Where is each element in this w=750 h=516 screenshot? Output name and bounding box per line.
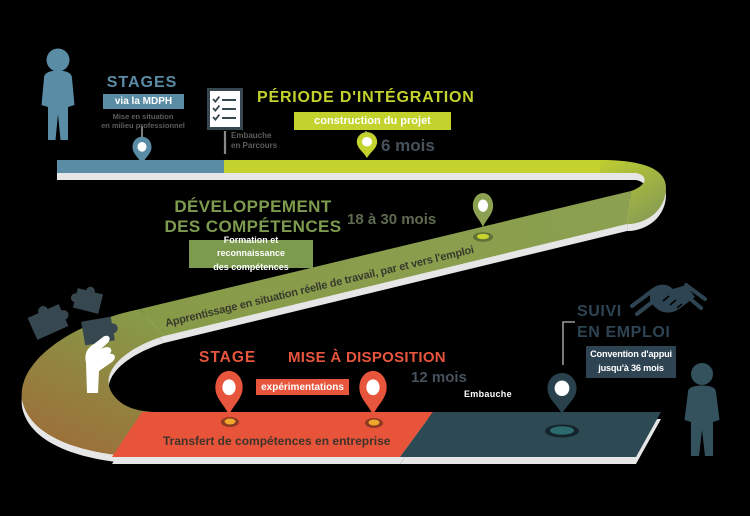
developpement-title-line2: DES COMPÉTENCES [164, 217, 342, 237]
person-icon-left [41, 48, 75, 140]
suivi-title-line1: SUIVI [577, 303, 622, 320]
mise-a-disposition-title: MISE À DISPOSITION [288, 349, 446, 366]
periode-integration-title: PÉRIODE D'INTÉGRATION [257, 89, 475, 106]
road-bottom-dark [400, 412, 661, 457]
map-pin-yellow [356, 132, 378, 158]
formation-badge: Formation et reconnaissance des compéten… [189, 235, 313, 272]
stages-title: STAGES [106, 74, 178, 91]
map-pin-dark [547, 373, 577, 414]
stages-mdph-badge: via la MDPH [103, 94, 184, 109]
convention-appui-badge: Convention d'appui jusqu'à 36 mois [586, 346, 676, 378]
convention-badge-line2: jusqu'à 36 mois [598, 363, 664, 373]
developpement-title-line1: DÉVELOPPEMENT [174, 197, 332, 216]
formation-badge-text: Formation et reconnaissance des compéten… [189, 234, 313, 273]
map-pins [132, 132, 577, 415]
experimentations-badge: expérimentations [256, 379, 349, 395]
map-pin-red-disposition [359, 370, 387, 415]
map-pin-red-stage [215, 370, 243, 415]
stages-note-line1: Mise en situation [112, 112, 174, 121]
convention-badge-line1: Convention d'appui [590, 349, 672, 360]
formation-badge-line1: Formation et reconnaissance [216, 235, 286, 259]
stages-note: Mise en situation en milieu professionne… [89, 112, 197, 131]
checklist-icon [207, 88, 243, 130]
developpement-title: DÉVELOPPEMENT DES COMPÉTENCES [150, 197, 356, 237]
road-marker-ovals [221, 232, 579, 438]
suivi-title-line2: EN EMPLOI [577, 324, 671, 342]
transfert-competences-label: Transfert de compétences en entreprise [163, 434, 391, 448]
map-pin-green [472, 193, 494, 227]
mise-a-disposition-duration: 12 mois [411, 369, 467, 386]
road [21, 160, 666, 457]
hand-holding-puzzle-icon [27, 286, 118, 393]
person-icon-right [684, 363, 720, 456]
handshake-icon [630, 283, 707, 316]
road-top-yellow [224, 160, 600, 173]
stages-note-line2: en milieu professionnel [101, 121, 185, 131]
formation-badge-line2: des compétences [213, 261, 289, 272]
road-right-hairpin [600, 160, 666, 224]
embauche-parcours-line1: Embauche [231, 131, 272, 140]
embauche-parcours-note: Embauche en Parcours [231, 131, 301, 152]
developpement-duration: 18 à 30 mois [347, 211, 437, 228]
convention-badge-text: Convention d'appui jusqu'à 36 mois [590, 348, 672, 376]
road-bottom-red [112, 412, 433, 457]
stage-title: STAGE [199, 349, 257, 366]
construction-projet-badge: construction du projet [294, 112, 451, 130]
road-top-blue [57, 160, 224, 173]
periode-duration: 6 mois [381, 136, 435, 155]
suivi-emploi-title: SUIVI EN EMPLOI [577, 301, 670, 343]
embauche-parcours-line2: en Parcours [231, 141, 278, 151]
map-pin-blue [132, 136, 152, 164]
embauche-note: Embauche [464, 389, 512, 399]
road-diagonal [140, 191, 631, 336]
